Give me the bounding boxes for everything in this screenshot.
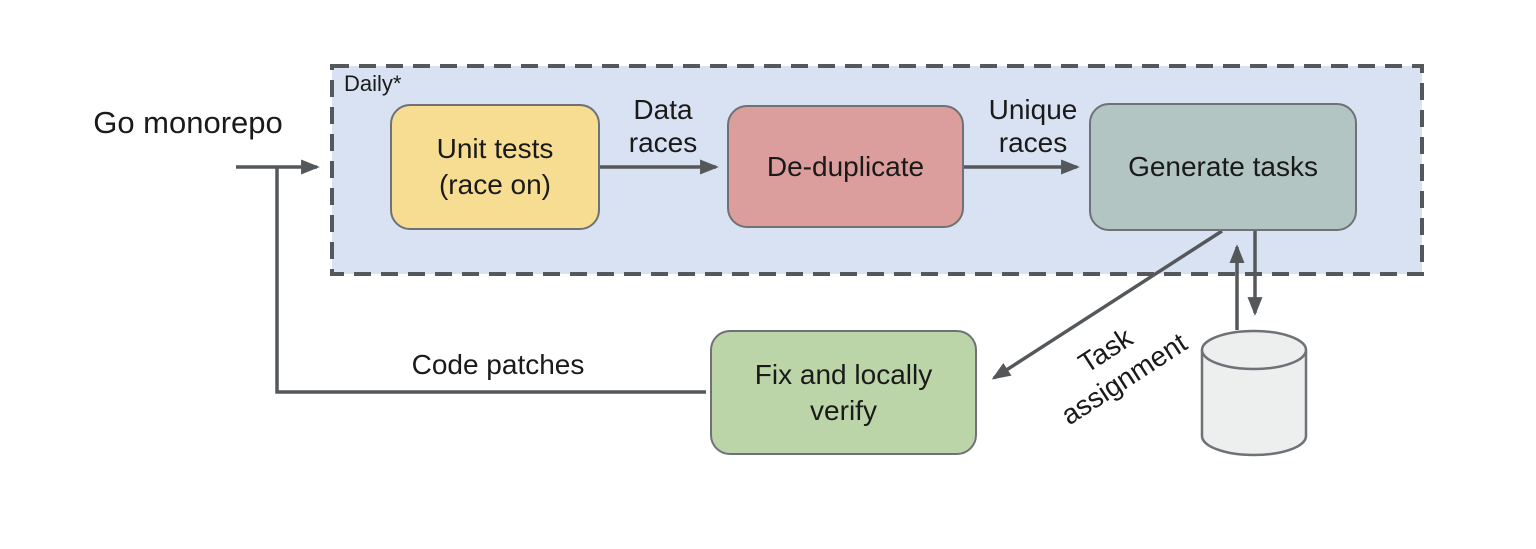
label-data-races: Data races bbox=[628, 94, 698, 158]
database-cylinder-top bbox=[1200, 329, 1308, 371]
label-code-patches: Code patches bbox=[411, 349, 585, 380]
database-cylinder-icon bbox=[1200, 329, 1308, 457]
node-fix-and-locally-verify: Fix and locally verify bbox=[710, 330, 977, 455]
daily-container-label: Daily* bbox=[344, 71, 402, 96]
label-go-monorepo: Go monorepo bbox=[93, 105, 283, 140]
node-generate-tasks: Generate tasks bbox=[1089, 103, 1357, 231]
edge-code-patches-feedback bbox=[275, 167, 706, 394]
node-unit-tests: Unit tests (race on) bbox=[390, 104, 600, 230]
node-de-duplicate: De-duplicate bbox=[727, 105, 964, 228]
edge-task-assignment bbox=[991, 229, 1223, 380]
database-cylinder-body bbox=[1200, 350, 1308, 457]
label-unique-races: Unique races bbox=[988, 94, 1078, 158]
